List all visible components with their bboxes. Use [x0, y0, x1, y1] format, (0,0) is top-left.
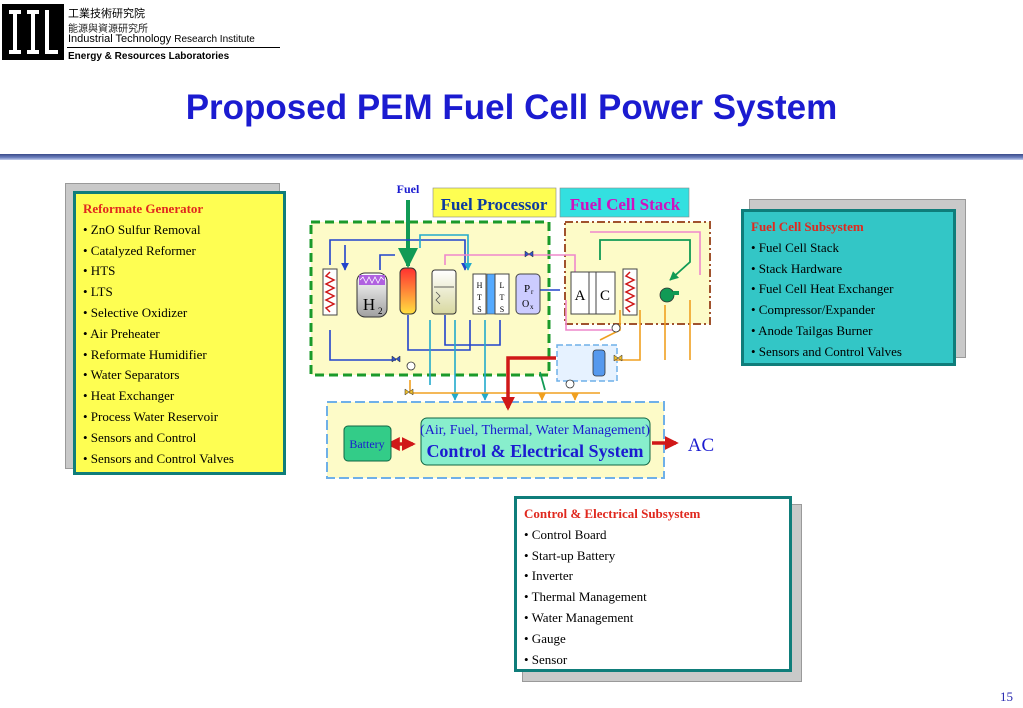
water-separator-icon [592, 349, 606, 377]
fuel-label: Fuel [397, 182, 420, 196]
list-item: • Reformate Humidifier [83, 346, 207, 362]
power-arrow [501, 356, 556, 411]
list-item: • Sensor [524, 651, 568, 667]
piping-pink [444, 231, 701, 331]
fuel-cell-subsystem-box: Fuel Cell Subsystem • Fuel Cell Stack • … [741, 209, 956, 366]
list-item: • Gauge [524, 630, 566, 646]
heat-exchanger-icon [322, 268, 338, 316]
org-name-zh: 工業技術研究院 [68, 8, 145, 20]
fuel-cell-stack-tag [559, 187, 690, 218]
org-name-en-part2: Research Institute [174, 34, 255, 45]
inverter-zone [556, 344, 618, 382]
list-item: • Catalyzed Reformer [83, 242, 196, 258]
page-number: 15 [1000, 689, 1013, 704]
battery-label: Battery [349, 437, 384, 451]
lts-reactor-icon: L T S [494, 273, 510, 315]
list-item: • Inverter [524, 568, 573, 584]
list-item: • Start-up Battery [524, 547, 616, 563]
org-division-en: Energy & Resources Laboratories [68, 51, 230, 62]
list-item: • Water Management [524, 609, 634, 625]
heat-exchanger-icon [622, 268, 638, 316]
lts-label-l: L [500, 281, 505, 290]
hts-label-t: T [477, 293, 482, 302]
slide-title: Proposed PEM Fuel Cell Power System [185, 88, 838, 127]
list-item: • Compressor/Expander [751, 302, 876, 318]
list-item: • Air Preheater [83, 325, 160, 341]
humidifier-icon [431, 269, 457, 315]
list-item: • Anode Tailgas Burner [751, 322, 873, 338]
itri-logo-icon [2, 4, 64, 60]
org-division-zh: 能源與資源研究所 [68, 24, 148, 35]
hts-label-h: H [477, 281, 483, 290]
control-system-label: Control & Electrical System [426, 441, 643, 461]
reformate-heading: Reformate Generator [83, 201, 204, 216]
org-name-en: Industrial Technology Research Institute [68, 33, 255, 45]
list-item: • Thermal Management [524, 589, 647, 605]
list-item: • LTS [83, 284, 113, 300]
prox-label-p: P [524, 283, 530, 295]
management-label: (Air, Fuel, Thermal, Water Management) [420, 423, 650, 438]
prox-label-r: r [531, 288, 534, 296]
control-heading: Control & Electrical Subsystem [524, 506, 701, 521]
hts-reactor-icon: H T S [472, 273, 496, 315]
fuel-processor-label: Fuel Processor [441, 195, 548, 214]
battery-block [343, 425, 392, 462]
lts-label-t: T [500, 293, 505, 302]
reformate-generator-box: Reformate Generator • ZnO Sulfur Removal… [73, 191, 286, 475]
fuel-cell-stack-icon: A C [570, 271, 616, 315]
cathode-label: C [600, 288, 610, 304]
reformer-icon [399, 267, 417, 315]
list-item: • Control Board [524, 526, 607, 542]
list-item: • Sensors and Control [83, 429, 197, 445]
list-item: • Stack Hardware [751, 260, 843, 276]
h2-label: H [363, 295, 375, 314]
list-item: • HTS [83, 263, 116, 279]
ac-label: AC [688, 435, 714, 456]
fuel-cell-heading: Fuel Cell Subsystem [751, 219, 864, 234]
fuel-cell-stack-label: Fuel Cell Stack [570, 195, 681, 214]
fuel-cell-list: • Fuel Cell Stack • Stack Hardware • Fue… [751, 238, 946, 363]
hts-label-s: S [477, 305, 481, 314]
title-underline [0, 154, 1023, 160]
prox-label-x: x [530, 303, 534, 311]
control-list: • Control Board • Start-up Battery • Inv… [524, 525, 782, 671]
list-item: • Heat Exchanger [83, 388, 175, 404]
list-item: • Water Separators [83, 367, 180, 383]
piping-cyan [419, 234, 489, 401]
list-item: • Sensors and Control Valves [751, 343, 902, 359]
list-item: • ZnO Sulfur Removal [83, 221, 201, 237]
org-name-en-part1: Industrial Technology [68, 33, 172, 45]
list-item: • Fuel Cell Heat Exchanger [751, 281, 894, 297]
control-electrical-subsystem-box: Control & Electrical Subsystem • Control… [514, 496, 792, 672]
anode-label: A [575, 288, 586, 304]
pump-icon [406, 323, 621, 389]
control-system-block [420, 417, 651, 466]
list-item: • Selective Oxidizer [83, 304, 188, 320]
list-item: • Process Water Reservoir [83, 408, 219, 424]
piping-green [539, 239, 691, 391]
org-divider [67, 47, 280, 48]
prox-reactor-icon: P r O x [515, 273, 541, 315]
h2-generator-icon: H 2 [356, 272, 388, 318]
fuel-processor-tag [432, 187, 557, 218]
list-item: • Fuel Cell Stack [751, 239, 839, 255]
prox-label-o: O [522, 299, 529, 310]
lts-label-s: S [500, 305, 504, 314]
h2-subscript: 2 [378, 306, 383, 316]
compressor-icon [659, 287, 679, 303]
valve-icon [391, 250, 623, 396]
reformate-list: • ZnO Sulfur Removal • Catalyzed Reforme… [83, 220, 276, 470]
list-item: • Sensors and Control Valves [83, 450, 234, 466]
